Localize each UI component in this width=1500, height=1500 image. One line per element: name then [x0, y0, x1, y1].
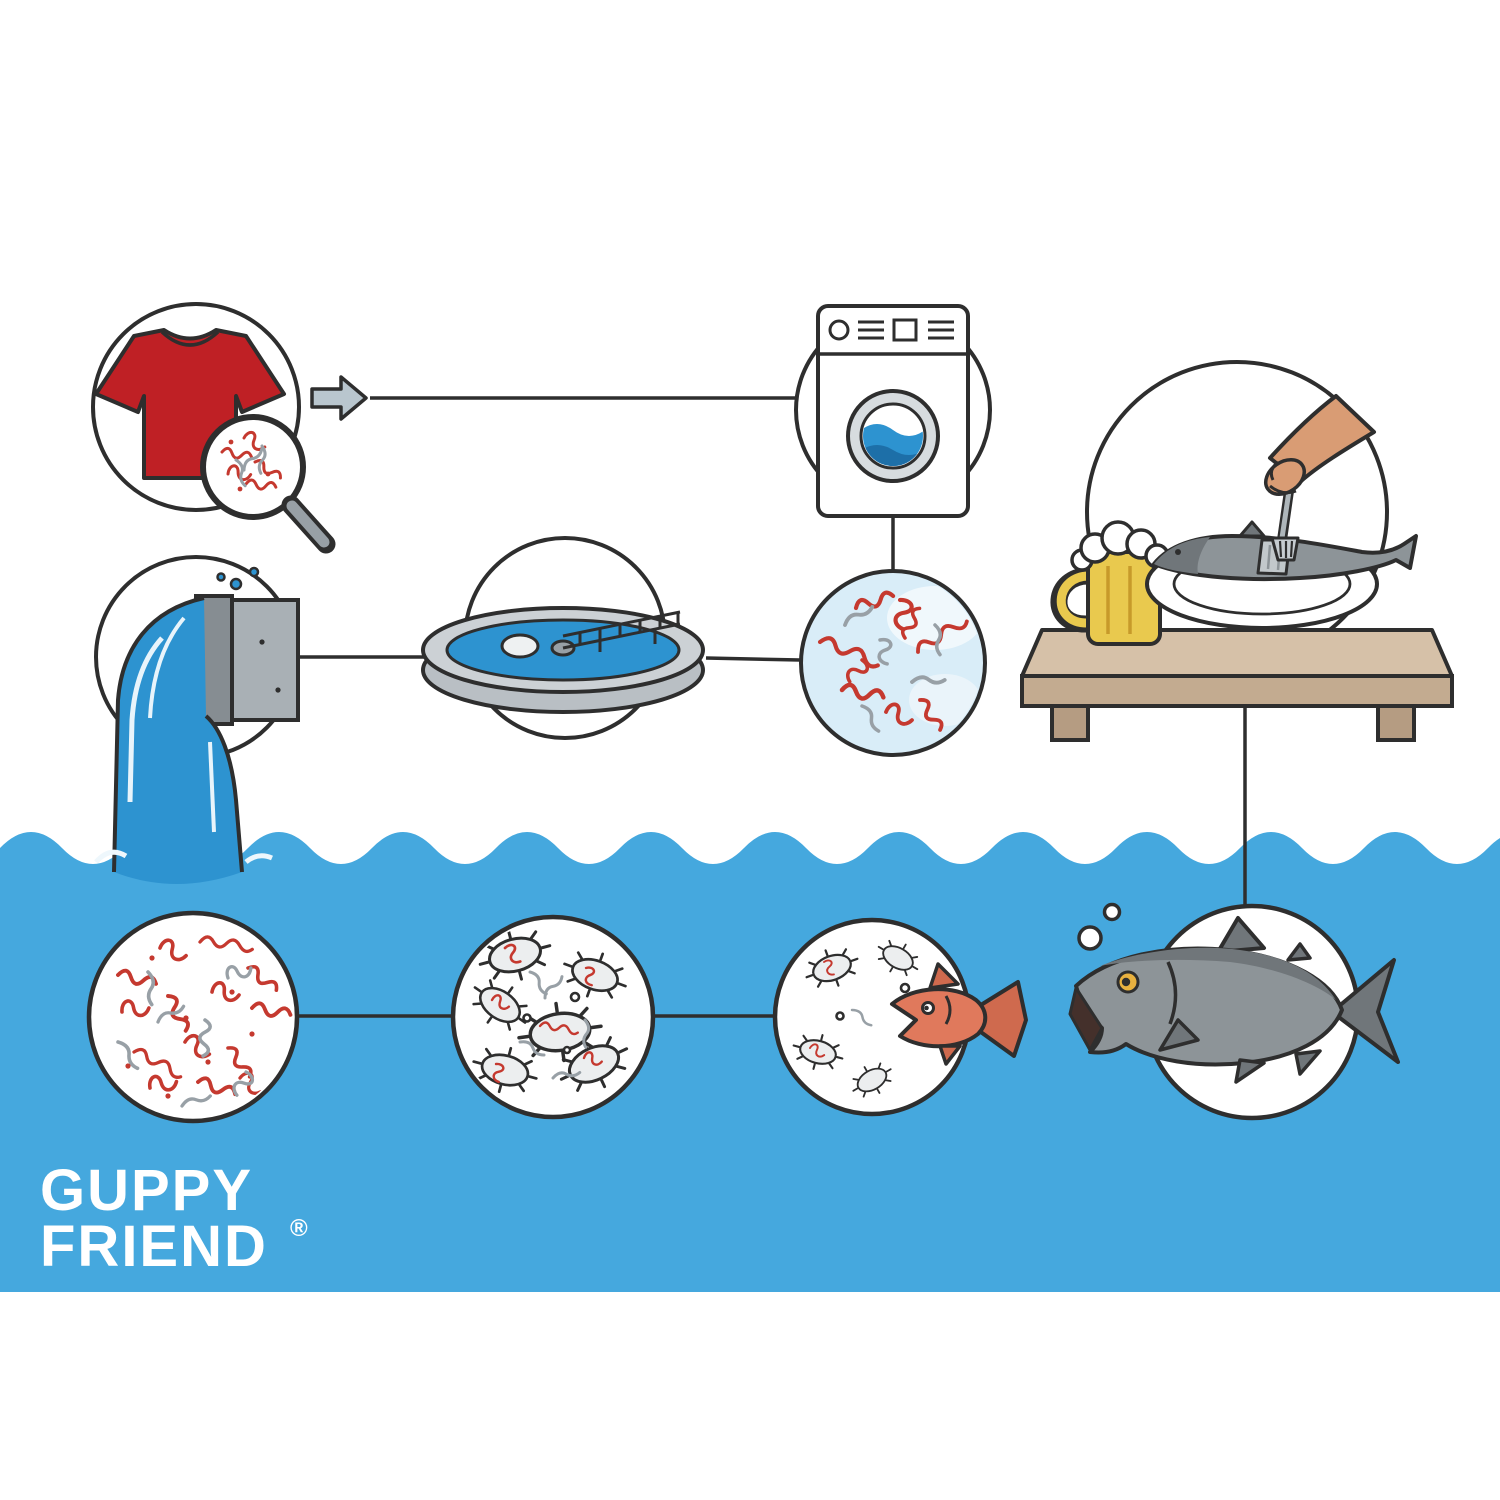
small-fish-dorsal-fin [928, 962, 960, 990]
brand-logo: GUPPY FRIEND ® [40, 1158, 310, 1279]
sea-fibers [111, 933, 293, 1113]
small-fish-pupil [924, 1005, 929, 1011]
micro-dot [562, 1045, 572, 1055]
registered-mark: ® [290, 1215, 310, 1242]
sedimentation-tank-icon [421, 536, 705, 740]
lens-fibers [219, 428, 285, 493]
sea-water [0, 832, 1500, 1292]
small-fish-eating-plankton-icon [772, 917, 1028, 1117]
cooked-fish-head [1154, 537, 1210, 574]
pipe-bolt [259, 639, 265, 645]
splash-foam [94, 849, 128, 864]
connector-lines [296, 396, 1247, 1018]
plankton-with-fibers-icon [450, 914, 656, 1120]
logo-line-1: GUPPY [40, 1158, 253, 1223]
big-fish-back-shading [1100, 947, 1336, 1000]
fiber-dots [125, 955, 255, 1099]
small-fish-pelvic-fin [938, 1044, 962, 1066]
microfibers-icon [86, 910, 300, 1124]
tshirt-microfibers-icon [91, 302, 336, 554]
machine-vents [858, 320, 954, 340]
big-fish-adipose-fin [1286, 942, 1312, 962]
machine-knob [828, 319, 850, 341]
big-fish-pectoral-fin [1158, 1018, 1200, 1052]
smallfish-plankton [788, 932, 927, 1105]
big-fish-gill [1166, 961, 1178, 1025]
fork-tine-line [1278, 540, 1283, 558]
big-fish-pelvic-fin [1234, 1058, 1266, 1084]
flesh-line [1266, 544, 1272, 570]
big-fish-eating-small-fish-icon [1068, 902, 1400, 1121]
stream-highlights [127, 616, 216, 833]
pipe-bolt [275, 687, 281, 693]
small-fish-body [890, 987, 988, 1049]
thumb [1269, 460, 1279, 481]
beer-foam [1070, 520, 1171, 581]
logo-line-2: FRIEND [40, 1214, 268, 1279]
table-leg [1050, 704, 1090, 742]
machine-display [892, 318, 918, 342]
arrow-right-icon [310, 375, 368, 421]
outfall-stream [114, 598, 242, 884]
magnifier-lens-icon [200, 414, 306, 520]
big-fish-tail [1330, 958, 1400, 1064]
stream-edge-left [112, 596, 205, 873]
micro-dot [522, 1013, 532, 1023]
connector-washwater-plant [705, 656, 801, 662]
cooked-fish-eye [1175, 549, 1181, 555]
mug-handle [1056, 571, 1095, 628]
magnifier-handle [286, 500, 330, 548]
fingers [1269, 484, 1297, 495]
tank-bridge [562, 610, 681, 652]
plankton-contents [461, 921, 639, 1104]
table-apron [1020, 674, 1454, 708]
big-fish-pupil [1121, 977, 1131, 987]
small-fish-gill [944, 995, 952, 1025]
fibers-node-circle [86, 910, 300, 1124]
micro-dot [569, 991, 581, 1003]
beer-mug-icon [1050, 520, 1171, 646]
hand-with-fork [1264, 394, 1376, 562]
tshirt-collar [160, 330, 220, 347]
splash-foam [244, 853, 273, 864]
bubble [1077, 925, 1103, 951]
table-leg [1376, 704, 1416, 742]
stream-edge-right [204, 714, 244, 873]
micro-dot [899, 982, 911, 994]
splash-droplets [216, 566, 260, 591]
fibers-in-water-icon [799, 569, 987, 757]
big-fish-anal-fin [1294, 1049, 1322, 1076]
fish-dinner-table-icon [1020, 360, 1454, 742]
sewage-outfall-icon [94, 555, 300, 884]
small-fish [890, 962, 1028, 1066]
bubble [1102, 902, 1122, 922]
washwater-node-circle [799, 569, 987, 757]
micro-dot [835, 1011, 845, 1021]
washing-machine-icon [794, 304, 992, 518]
tshirt [94, 328, 286, 480]
fork-tine-line [1289, 540, 1294, 558]
big-fish-open-mouth [1068, 986, 1104, 1052]
tank-skimmer [500, 633, 540, 659]
